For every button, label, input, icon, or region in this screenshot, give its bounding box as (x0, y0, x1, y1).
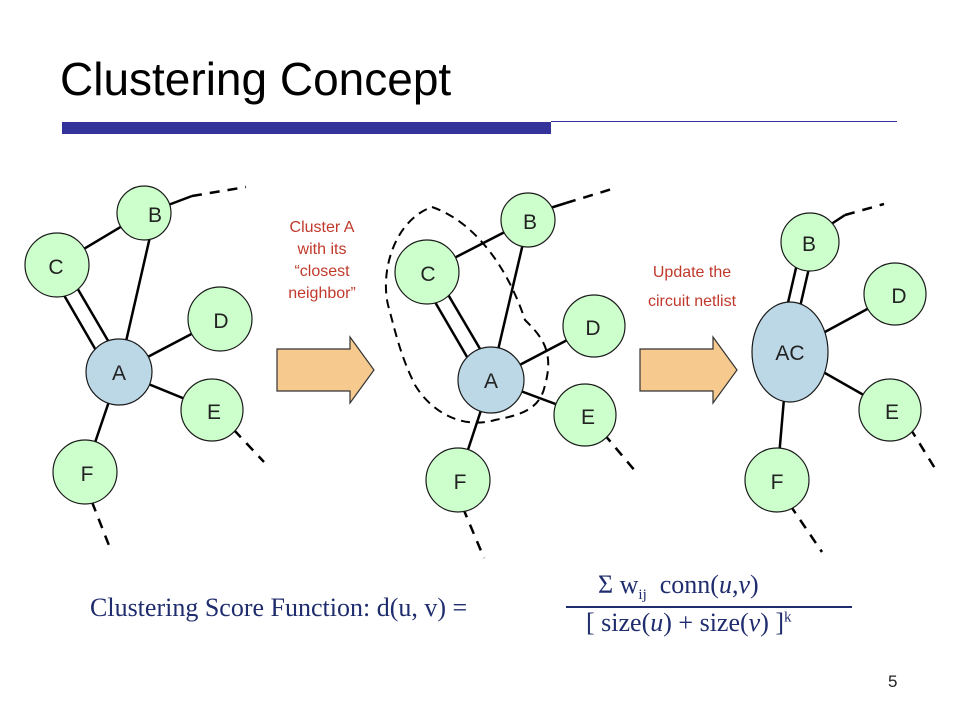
formula-comma: , (731, 570, 739, 599)
node-c: C (420, 263, 435, 286)
node-e: E (885, 401, 899, 424)
formula-den-open: [ size( (586, 608, 651, 637)
note-cluster-a: Cluster A with its “closest neighbor” (288, 219, 356, 302)
formula-var-u: u (650, 608, 664, 637)
formula-var-u: u (718, 570, 732, 599)
arrow-right-icon (276, 335, 375, 405)
svg-text:neighbor”: neighbor” (288, 285, 356, 302)
graph-after: AC B D E F (744, 202, 938, 553)
node-ac: AC (775, 342, 804, 365)
formula-var-v: v (748, 608, 761, 637)
node-e: E (581, 406, 595, 429)
formula-den-close: ) ] (760, 608, 785, 637)
svg-text:circuit netlist: circuit netlist (648, 293, 737, 310)
node-e: E (207, 401, 221, 424)
node-b: B (148, 204, 162, 227)
note-update-netlist: Update the circuit netlist (648, 264, 737, 310)
formula-sigma-w: Σ w (598, 570, 639, 599)
page-number: 5 (888, 672, 898, 691)
node-d: D (585, 317, 600, 340)
node-d: D (213, 310, 228, 333)
formula-subscript: ij (638, 587, 647, 604)
formula-var-v: v (738, 570, 751, 599)
svg-text:Cluster A: Cluster A (290, 219, 355, 236)
graph-cluster-selection: A B C D E F (384, 187, 637, 559)
node-f: F (771, 471, 784, 494)
formula-numerator: Σ wij conn(u,v) (598, 570, 759, 604)
formula-close-paren: ) (750, 570, 759, 599)
formula-exponent: k (784, 609, 792, 626)
node-a: A (484, 370, 498, 393)
title-underline-rule (551, 121, 897, 122)
node-c: C (48, 256, 63, 279)
node-d: D (891, 285, 906, 308)
formula-lhs: Clustering Score Function: d(u, v) = (90, 593, 468, 622)
title-underline-bar (62, 122, 551, 134)
node-f: F (454, 471, 467, 494)
formula-den-plus: ) + size( (663, 608, 749, 637)
formula-conn: conn( (659, 570, 719, 599)
svg-text:with its: with its (297, 241, 347, 258)
arrow-right-icon (639, 335, 738, 405)
node-a: A (112, 362, 126, 385)
slide-title: Clustering Concept (60, 53, 452, 105)
node-b: B (523, 211, 537, 234)
cluster-boundary (384, 205, 550, 424)
node-b: B (802, 233, 816, 256)
formula-fraction-bar (566, 606, 852, 608)
svg-text:“closest: “closest (294, 263, 350, 280)
svg-text:Update the: Update the (653, 264, 731, 281)
graph-before: A B C D E F (24, 185, 265, 549)
formula-denominator: [ size(u) + size(v) ]k (586, 608, 792, 638)
node-f: F (81, 463, 94, 486)
